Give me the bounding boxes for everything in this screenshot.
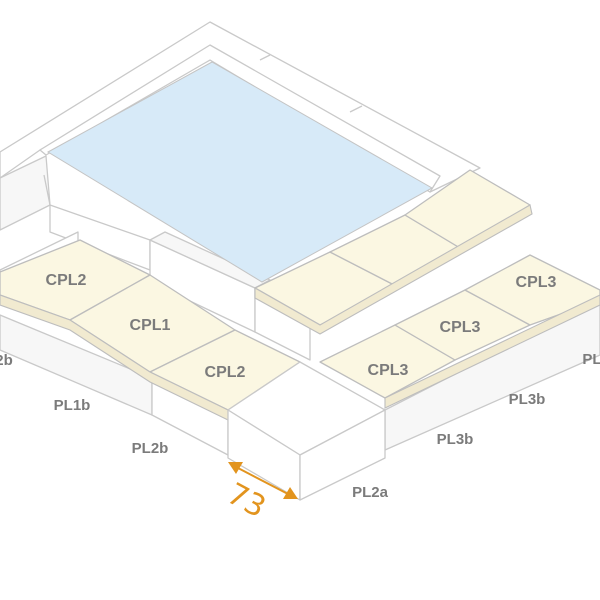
label-pl3b-back: PL3b <box>509 391 546 408</box>
label-pl2b: PL2b <box>132 440 169 457</box>
right-platform <box>319 254 600 451</box>
label-cpl3-a: CPL3 <box>368 362 409 379</box>
label-cpl1: CPL1 <box>130 317 171 334</box>
rim-seam-2 <box>349 105 363 113</box>
label-pl3b-front: PL3b <box>437 431 474 448</box>
dimension-arrow-left <box>228 462 243 474</box>
rim-seam-1 <box>259 54 271 61</box>
label-cpl3-b: CPL3 <box>440 319 481 336</box>
tile-cpl3-c <box>464 254 600 326</box>
left-platform <box>0 231 301 456</box>
label-cpl2-front: CPL2 <box>205 364 246 381</box>
pool-water <box>47 61 434 283</box>
label-right-edge: PL <box>582 351 600 368</box>
corner-block-right <box>299 409 386 501</box>
dimension-line <box>237 467 289 495</box>
corner-block <box>227 361 386 501</box>
label-cpl2-left: CPL2 <box>46 272 87 289</box>
label-left-edge: 2b <box>0 352 13 369</box>
pool-edge-tiles <box>254 169 533 335</box>
label-pl2a: PL2a <box>352 484 389 501</box>
dimension-arrow-right <box>283 487 298 499</box>
right-tiles-side <box>384 294 600 409</box>
edge-tile-side <box>254 204 533 335</box>
pool-step-side <box>149 231 271 289</box>
label-pl1b: PL1b <box>54 397 91 414</box>
pool-rim-inner <box>39 44 441 193</box>
rim-seam-3 <box>43 174 51 206</box>
dimension-value: 73 <box>221 476 271 525</box>
label-cpl3-c: CPL3 <box>516 274 557 291</box>
